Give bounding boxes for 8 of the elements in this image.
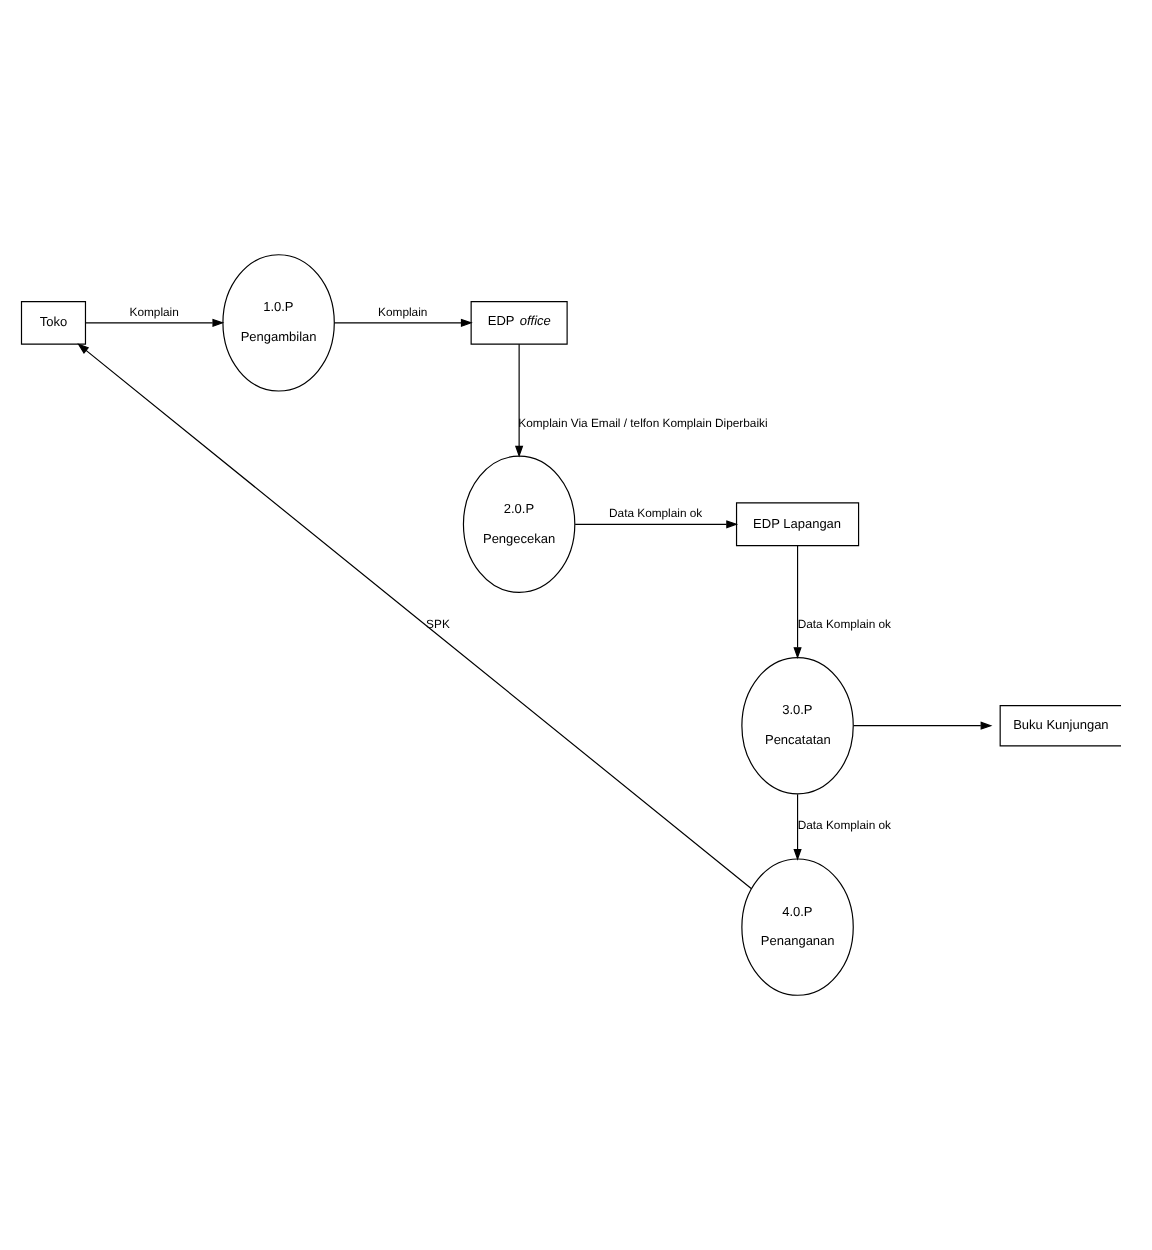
arrow (793, 793, 802, 861)
arrow (77, 343, 752, 890)
arrow (85, 318, 225, 327)
arrow (514, 343, 524, 458)
arrow (853, 721, 993, 730)
arrow (574, 520, 739, 529)
arrow (793, 545, 802, 659)
arrow (333, 318, 473, 327)
